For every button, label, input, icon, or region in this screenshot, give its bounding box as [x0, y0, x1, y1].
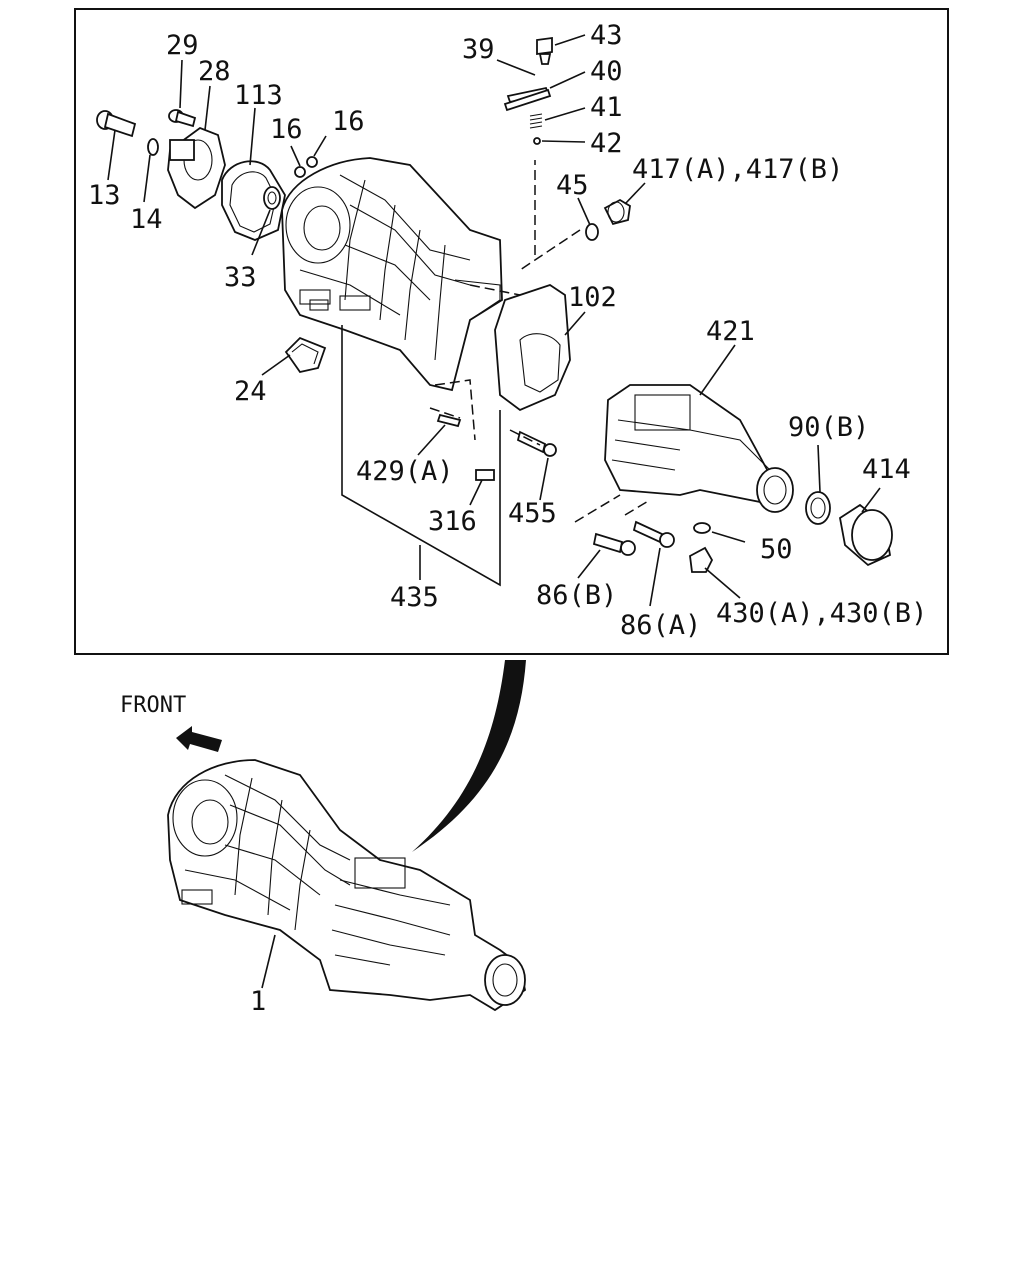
- callout-28: 28: [198, 56, 231, 87]
- gasket-part: [221, 160, 286, 241]
- callout-113: 113: [234, 80, 283, 111]
- connector-arrow: [412, 660, 526, 852]
- callout-417: 417(A),417(B): [632, 154, 843, 185]
- bolt-13-part: [96, 110, 137, 138]
- callout-90b: 90(B): [788, 412, 869, 443]
- seal-33-part: [263, 186, 281, 210]
- callout-16a: 16: [270, 114, 303, 145]
- callout-45: 45: [556, 170, 589, 201]
- plug-417-part: [603, 198, 631, 226]
- dust-cover-414-part: [839, 503, 893, 567]
- plug-16b-part: [306, 156, 318, 168]
- callout-40: 40: [590, 56, 623, 87]
- callout-42: 42: [590, 128, 623, 159]
- callout-1: 1: [250, 986, 266, 1017]
- callout-33: 33: [224, 262, 257, 293]
- front-label: FRONT: [120, 693, 186, 718]
- leader-line-1: [261, 934, 276, 989]
- callout-13: 13: [88, 180, 121, 211]
- callout-50: 50: [760, 534, 793, 565]
- assembly-dashed-lines: [429, 160, 651, 523]
- washer-14-part: [147, 138, 159, 156]
- detail-frame: [74, 8, 949, 655]
- washer-50-part: [693, 522, 711, 534]
- detent-parts: [503, 36, 553, 145]
- seal-90b-part: [805, 491, 831, 525]
- callout-43: 43: [590, 20, 623, 51]
- callout-435: 435: [390, 582, 439, 613]
- bolt-86b-part: [592, 532, 636, 556]
- plug-16a-part: [294, 166, 306, 178]
- callout-316: 316: [428, 506, 477, 537]
- pin-429a-part: [436, 413, 462, 428]
- plug-430-part: [689, 546, 714, 573]
- bolt-86a-part: [632, 520, 675, 548]
- callout-86b: 86(B): [536, 580, 617, 611]
- callout-86a: 86(A): [620, 610, 701, 641]
- transmission-assembly-part: [167, 759, 527, 1012]
- extension-housing-421-part: [604, 384, 794, 513]
- front-arrow-icon: [176, 726, 222, 752]
- cover-24-part: [284, 336, 327, 374]
- callout-455: 455: [508, 498, 557, 529]
- leader-lines: [107, 34, 881, 607]
- callout-414: 414: [862, 454, 911, 485]
- callout-14: 14: [130, 204, 163, 235]
- callout-labels: 29 28 113 16 16 13 14 33 24 39 43 40 41 …: [88, 20, 927, 1017]
- callout-430: 430(A),430(B): [716, 598, 927, 629]
- transmission-case-part: [281, 157, 503, 392]
- bolt-29-part: [168, 109, 197, 128]
- callout-24: 24: [234, 376, 267, 407]
- callout-39: 39: [462, 34, 495, 65]
- bearing-retainer-part: [167, 126, 226, 210]
- oring-45-part: [585, 223, 599, 241]
- bracket-435: [341, 325, 501, 587]
- adapter-plate-102-part: [494, 284, 571, 412]
- callout-429a: 429(A): [356, 456, 454, 487]
- key-316-part: [475, 469, 495, 481]
- callout-29: 29: [166, 30, 199, 61]
- callout-16b: 16: [332, 106, 365, 137]
- callout-102: 102: [568, 282, 617, 313]
- callout-41: 41: [590, 92, 623, 123]
- callout-421: 421: [706, 316, 755, 347]
